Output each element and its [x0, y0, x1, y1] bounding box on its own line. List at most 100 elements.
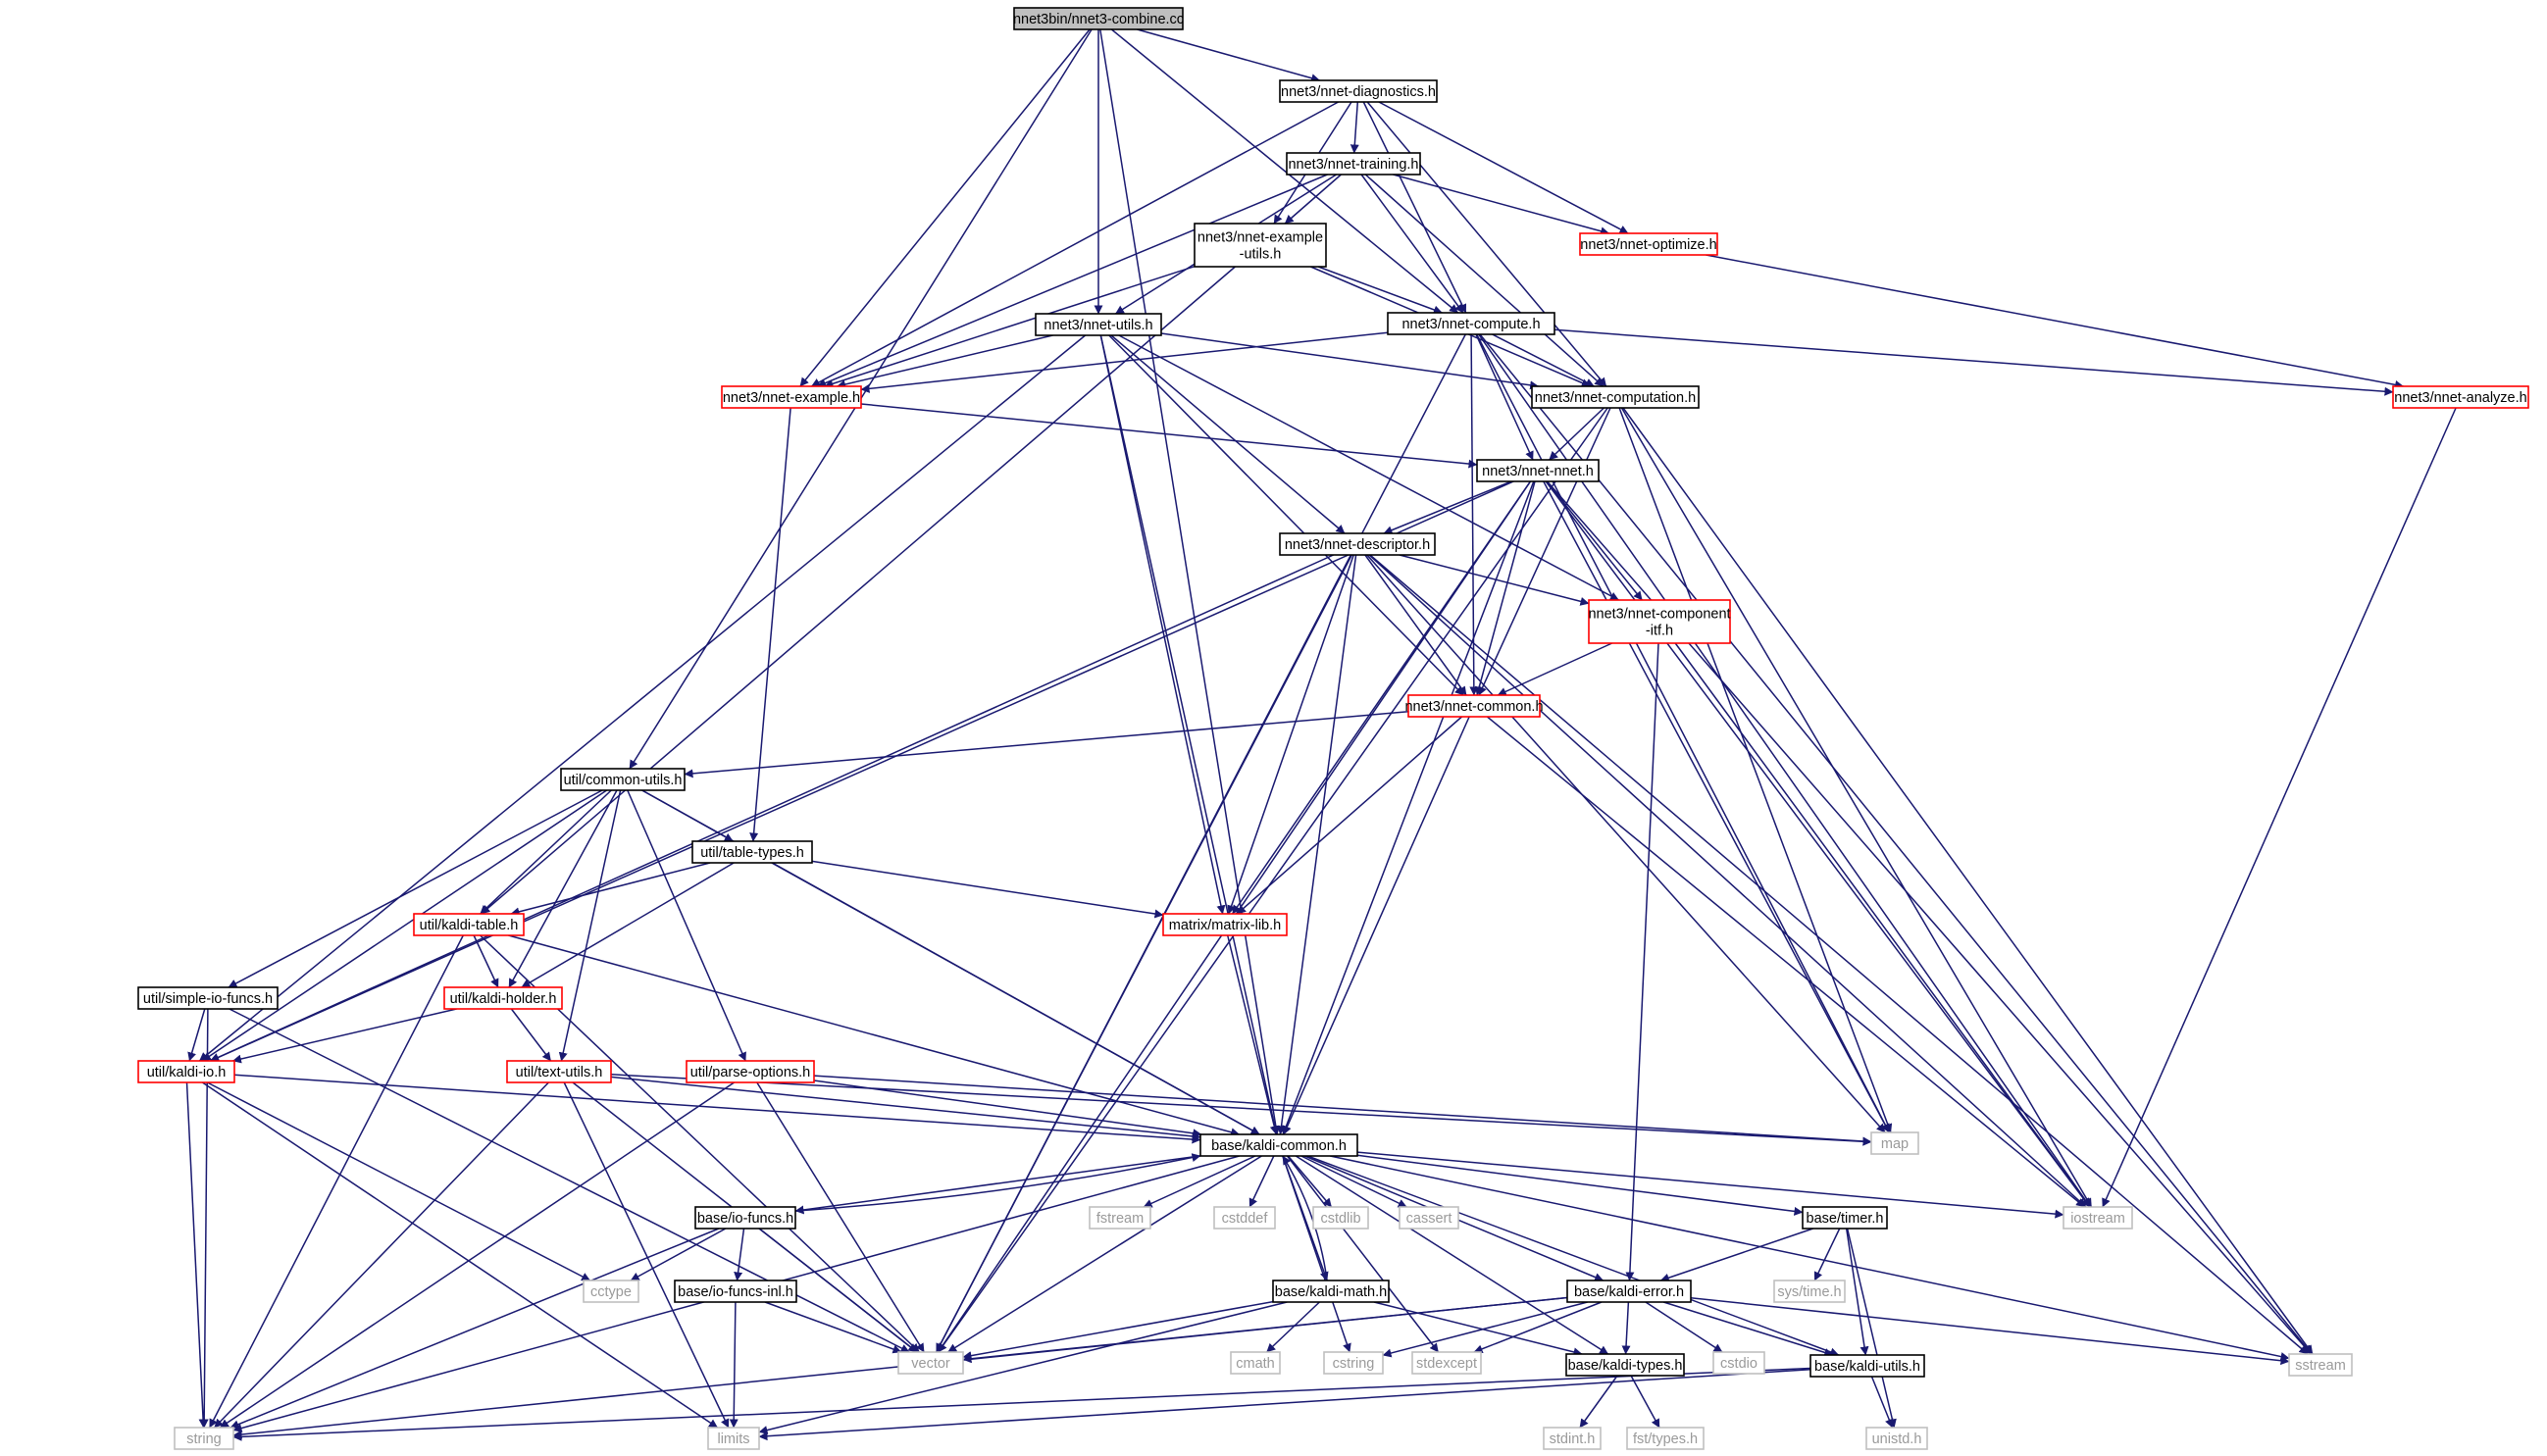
edge-diag-to-comptn [1366, 101, 1607, 387]
node-box-systime [1773, 1280, 1846, 1303]
node-ncommon[interactable]: nnet3/nnet-common.h [1404, 694, 1544, 718]
node-box-cstddef [1213, 1206, 1276, 1230]
node-comptn[interactable]: nnet3/nnet-computation.h [1531, 385, 1700, 409]
edge-tutils-to-kcommon [610, 1076, 1201, 1141]
edge-exutils-to-example [824, 265, 1196, 388]
node-exutils[interactable]: nnet3/nnet-example-utils.h [1194, 223, 1327, 268]
edge-kcommon-to-cassert [1300, 1155, 1407, 1208]
node-itf[interactable]: nnet3/nnet-component-itf.h [1588, 599, 1731, 644]
edge-nutils-to-kio [198, 334, 1087, 1062]
edge-kio-to-cctype [206, 1081, 591, 1281]
edge-cutils-to-ktable [480, 789, 612, 915]
node-box-ktable [413, 913, 525, 936]
edge-nutils-to-example [837, 334, 1053, 389]
node-vector: vector [897, 1351, 964, 1375]
node-ktypes[interactable]: base/kaldi-types.h [1565, 1353, 1685, 1377]
edge-kholder-to-tutils [510, 1008, 552, 1062]
node-fstream: fstream [1089, 1206, 1151, 1230]
edge-kcommon-to-iofuncs [794, 1155, 1201, 1215]
node-label: map [1881, 1136, 1909, 1152]
edge-itf-to-ncommon [1497, 642, 1613, 696]
edge-timer-to-kerror [1659, 1228, 1813, 1282]
node-label: nnet3/nnet-descriptor.h [1285, 537, 1430, 553]
edge-iofuncs-to-string [229, 1228, 720, 1429]
node-box-map [1870, 1131, 1919, 1155]
edge-kmath-to-kcommon [1282, 1155, 1328, 1281]
edge-tutils-to-string [214, 1081, 549, 1429]
edge-compute-to-map [1476, 333, 1890, 1133]
node-label: nnet3/nnet-diagnostics.h [1281, 84, 1436, 100]
node-sstream: sstream [2288, 1353, 2353, 1377]
node-label: stdint.h [1550, 1431, 1596, 1447]
edge-diag-to-compute [1362, 101, 1467, 314]
node-cutils[interactable]: util/common-utils.h [560, 768, 686, 791]
node-limits: limits [707, 1427, 760, 1450]
node-descr[interactable]: nnet3/nnet-descriptor.h [1279, 532, 1436, 556]
node-optim[interactable]: nnet3/nnet-optimize.h [1579, 232, 1718, 256]
node-box-kholder [443, 986, 563, 1010]
node-sio[interactable]: util/simple-io-funcs.h [137, 986, 279, 1010]
edge-kmath-to-vector [962, 1300, 1274, 1361]
node-kcommon[interactable]: base/kaldi-common.h [1199, 1133, 1358, 1157]
edge-example-to-ttypes [749, 407, 791, 842]
edge-kholder-to-kio [231, 1008, 457, 1064]
node-box-cstdio [1712, 1351, 1765, 1375]
edge-descr-to-sstream [1369, 554, 2309, 1355]
node-example[interactable]: nnet3/nnet-example.h [721, 385, 862, 409]
node-box-optim [1579, 232, 1718, 256]
node-label: nnet3/nnet-nnet.h [1482, 464, 1594, 479]
node-systime: sys/time.h [1773, 1280, 1846, 1303]
node-kmath[interactable]: base/kaldi-math.h [1272, 1280, 1390, 1303]
edge-kcommon-to-fstream [1143, 1155, 1256, 1208]
node-label: nnet3/nnet-analyze.h [2394, 390, 2526, 406]
node-iofuncs[interactable]: base/io-funcs.h [694, 1206, 796, 1230]
node-box-timer [1802, 1206, 1888, 1230]
edge-kio-to-limits [201, 1081, 719, 1429]
node-kio[interactable]: util/kaldi-io.h [137, 1060, 235, 1083]
node-iofinl[interactable]: base/io-funcs-inl.h [674, 1280, 797, 1303]
node-label: cstring [1333, 1356, 1375, 1372]
edge-nutils-to-kcommon [1099, 334, 1280, 1135]
file-nodes: nnet3bin/nnet3-combine.ccnnet3/nnet-diag… [137, 7, 2529, 1450]
node-cstdio: cstdio [1712, 1351, 1765, 1375]
node-box-kio [137, 1060, 235, 1083]
node-kholder[interactable]: util/kaldi-holder.h [443, 986, 563, 1010]
node-box-nnet [1476, 459, 1600, 482]
edge-descr-to-kio [209, 554, 1334, 1062]
node-popts[interactable]: util/parse-options.h [686, 1060, 815, 1083]
edge-popts-to-kcommon [813, 1079, 1202, 1138]
node-nutils[interactable]: nnet3/nnet-utils.h [1035, 313, 1162, 336]
edge-root-to-example [799, 28, 1091, 387]
dependency-edges [185, 28, 2457, 1441]
edge-nnet-to-itf [1546, 480, 1643, 601]
node-analyze[interactable]: nnet3/nnet-analyze.h [2392, 385, 2529, 409]
edge-kutils-to-unistd [1870, 1376, 1894, 1429]
node-mlib[interactable]: matrix/matrix-lib.h [1162, 913, 1288, 936]
edge-kio-to-string [185, 1081, 208, 1429]
edge-nutils-to-ncommon [1108, 334, 1464, 696]
node-nnet[interactable]: nnet3/nnet-nnet.h [1476, 459, 1600, 482]
node-diag[interactable]: nnet3/nnet-diagnostics.h [1279, 79, 1438, 103]
node-kutils[interactable]: base/kaldi-utils.h [1809, 1354, 1925, 1378]
node-compute[interactable]: nnet3/nnet-compute.h [1387, 312, 1555, 335]
edge-nnet-to-descr [1383, 480, 1512, 534]
edge-cutils-to-popts [627, 789, 746, 1062]
edge-comptn-to-iostream [1620, 407, 2093, 1208]
node-kerror[interactable]: base/kaldi-error.h [1566, 1280, 1692, 1303]
node-unistd: unistd.h [1865, 1427, 1928, 1450]
node-timer[interactable]: base/timer.h [1802, 1206, 1888, 1230]
node-label: base/kaldi-math.h [1275, 1284, 1387, 1300]
node-ttypes[interactable]: util/table-types.h [691, 840, 813, 864]
edge-kcommon-to-sstream [1330, 1155, 2290, 1361]
node-string: string [174, 1427, 234, 1450]
node-tutils[interactable]: util/text-utils.h [506, 1060, 612, 1083]
node-box-train [1286, 152, 1421, 176]
edge-kcommon-to-kutils [1307, 1155, 1840, 1357]
node-cassert: cassert [1399, 1206, 1459, 1230]
node-label: nnet3/nnet-common.h [1404, 699, 1543, 715]
node-ktable[interactable]: util/kaldi-table.h [413, 913, 525, 936]
edge-popts-to-map [813, 1075, 1872, 1146]
node-stdint: stdint.h [1543, 1427, 1602, 1450]
node-train[interactable]: nnet3/nnet-training.h [1286, 152, 1421, 176]
edge-kcommon-to-cstddef [1248, 1155, 1275, 1208]
